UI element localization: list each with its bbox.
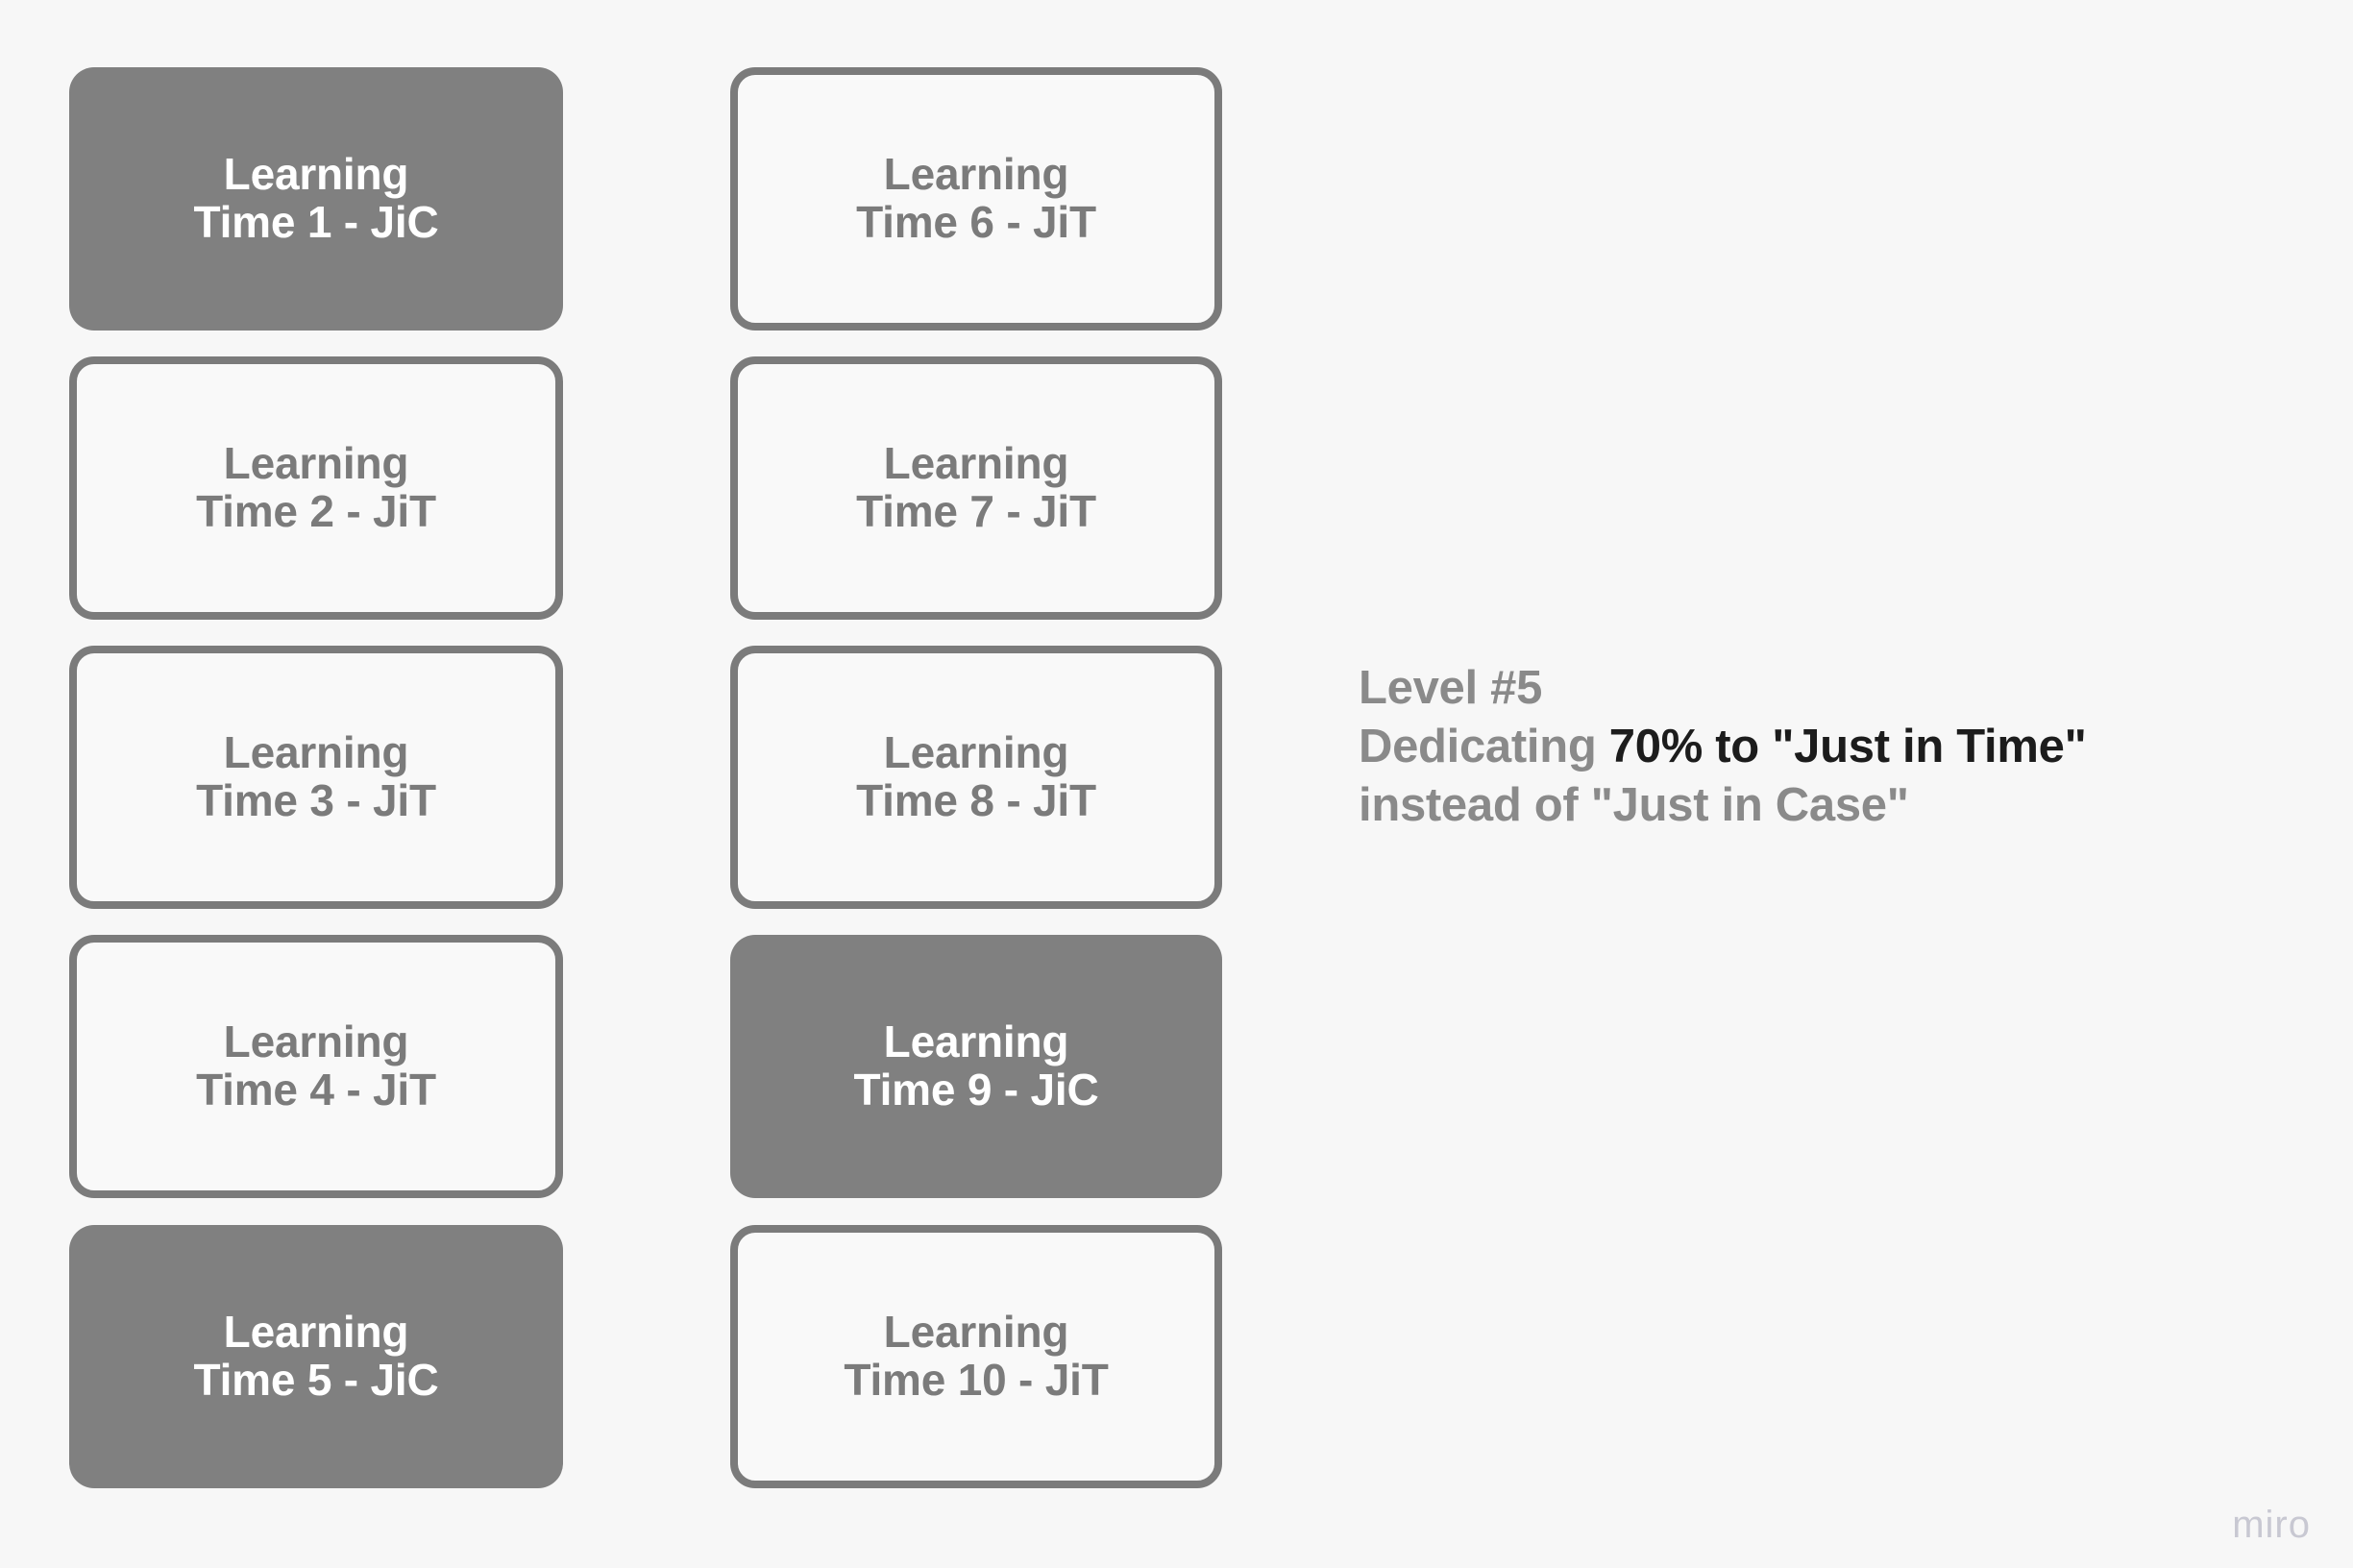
card-learning-time-4[interactable]: Learning Time 4 - JiT [69, 935, 563, 1198]
card-line-1: Learning [223, 438, 409, 489]
card-learning-time-9[interactable]: Learning Time 9 - JiC [730, 935, 1222, 1198]
level-annotation-text: Level #5 Dedicating 70% to "Just in Time… [1359, 659, 2319, 834]
card-learning-time-5[interactable]: Learning Time 5 - JiC [69, 1225, 563, 1488]
level-label: Level #5 [1359, 662, 1543, 714]
card-line-2: Time 6 - JiT [856, 197, 1096, 247]
card-line-2: Time 9 - JiC [853, 1065, 1099, 1115]
card-learning-time-1[interactable]: Learning Time 1 - JiC [69, 67, 563, 331]
card-line-2: Time 3 - JiT [196, 775, 436, 825]
card-learning-time-10[interactable]: Learning Time 10 - JiT [730, 1225, 1222, 1488]
card-line-2: Time 10 - JiT [844, 1355, 1109, 1405]
card-line-1: Learning [883, 149, 1069, 200]
card-line-1: Learning [223, 1017, 409, 1067]
card-line-2: Time 4 - JiT [196, 1065, 436, 1115]
card-line-1: Learning [223, 727, 409, 778]
card-line-2: Time 8 - JiT [856, 775, 1096, 825]
card-line-1: Learning [883, 1017, 1069, 1067]
card-learning-time-8[interactable]: Learning Time 8 - JiT [730, 646, 1222, 909]
card-learning-time-6[interactable]: Learning Time 6 - JiT [730, 67, 1222, 331]
card-line-2: Time 5 - JiC [193, 1355, 439, 1405]
card-line-1: Learning [223, 149, 409, 200]
card-line-1: Learning [883, 438, 1069, 489]
card-learning-time-3[interactable]: Learning Time 3 - JiT [69, 646, 563, 909]
card-learning-time-7[interactable]: Learning Time 7 - JiT [730, 356, 1222, 620]
card-line-2: Time 2 - JiT [196, 486, 436, 536]
level-description-line-1: Dedicating 70% to "Just in Time" [1359, 718, 2319, 776]
miro-watermark: miro [2232, 1504, 2311, 1546]
card-learning-time-2[interactable]: Learning Time 2 - JiT [69, 356, 563, 620]
level-description-prefix: Dedicating [1359, 720, 1609, 772]
card-line-1: Learning [883, 727, 1069, 778]
card-line-2: Time 1 - JiC [193, 197, 439, 247]
card-line-1: Learning [883, 1307, 1069, 1358]
level-description-emphasis: 70% to "Just in Time" [1608, 720, 2087, 772]
level-description-line-2: instead of "Just in Case" [1359, 778, 1909, 831]
card-line-1: Learning [223, 1307, 409, 1358]
card-line-2: Time 7 - JiT [856, 486, 1096, 536]
